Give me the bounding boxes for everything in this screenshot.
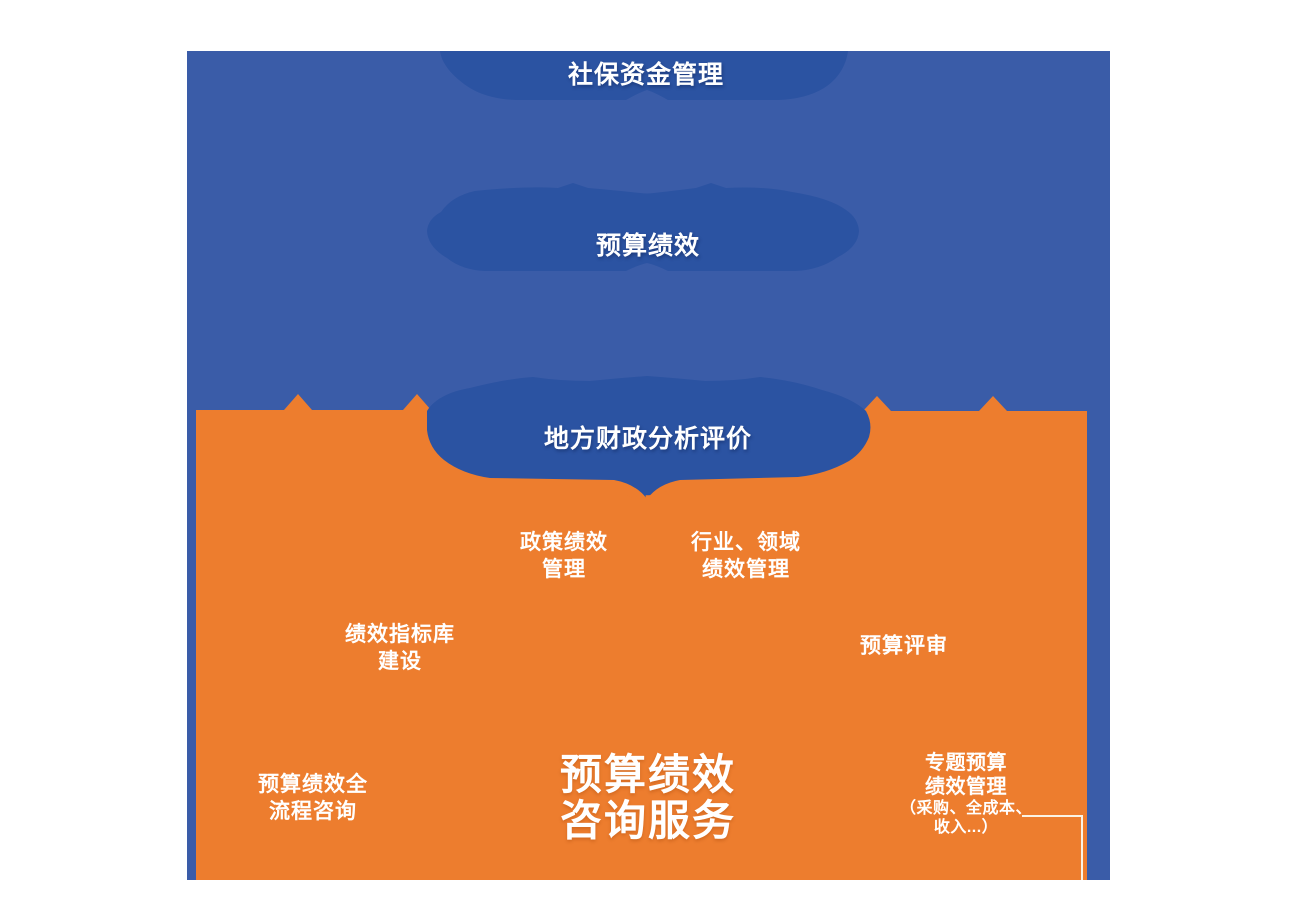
service-full-process-consulting: 预算绩效全 流程咨询: [258, 771, 368, 825]
orange-area: [196, 394, 1087, 880]
main-title-line1: 预算绩效: [559, 751, 737, 798]
cloud-shape-top: [440, 51, 848, 100]
cloud-shape-bottom: [427, 376, 871, 499]
service-indicator-line2: 建设: [378, 650, 422, 673]
service-budget-review: 预算评审: [860, 634, 948, 658]
service-special-line2: 绩效管理: [924, 776, 1007, 798]
service-special-budget-management: 专题预算 绩效管理 （采购、全成本、 收入...）: [900, 751, 1032, 837]
service-policy-line1: 政策绩效: [520, 531, 608, 554]
cloud-dip-dashes: [627, 491, 669, 500]
service-special-line1: 专题预算: [924, 752, 1007, 774]
service-indicator-line1: 绩效指标库: [345, 623, 455, 646]
cloud-label-local-fiscal-analysis: 地方财政分析评价: [543, 425, 753, 453]
cloud-label-social-security: 社保资金管理: [567, 61, 725, 89]
cloud-shape-middle: [427, 183, 859, 271]
service-industry-line2: 绩效管理: [702, 558, 790, 581]
service-policy-line2: 管理: [542, 558, 586, 581]
special-callout-line: [1022, 815, 1083, 880]
service-policy-performance: 政策绩效 管理: [520, 529, 608, 583]
main-title-line2: 咨询服务: [559, 797, 737, 844]
service-indicator-library: 绩效指标库 建设: [345, 621, 455, 675]
service-process-line1: 预算绩效全: [258, 773, 368, 796]
service-special-line3: （采购、全成本、: [899, 800, 1033, 817]
service-industry-line1: 行业、领域: [691, 531, 801, 554]
service-industry-performance: 行业、领域 绩效管理: [691, 529, 801, 583]
cloud-label-budget-performance: 预算绩效: [595, 232, 701, 260]
service-special-line4: 收入...）: [933, 819, 999, 836]
service-process-line2: 流程咨询: [269, 800, 357, 823]
main-title: 预算绩效 咨询服务: [560, 752, 736, 844]
